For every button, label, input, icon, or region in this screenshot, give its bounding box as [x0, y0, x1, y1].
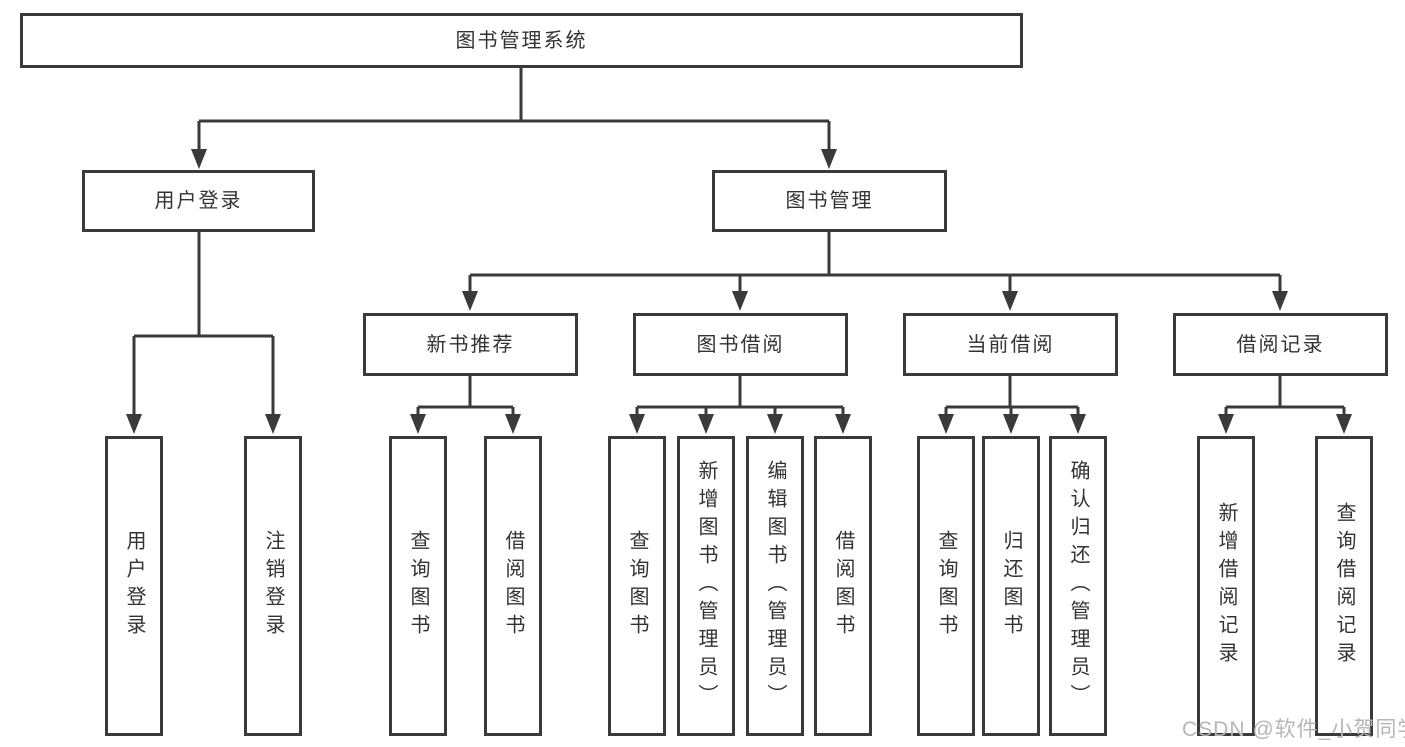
node-library-management-system: 图书管理系统 [20, 13, 1023, 68]
leaf-return-books: 归还图书 [982, 436, 1040, 736]
arrowheads [126, 149, 1352, 434]
node-borrowing-records: 借阅记录 [1173, 313, 1388, 376]
leaf-add-books-admin: 新增图书（管理员） [677, 436, 735, 736]
node-user-login: 用户登录 [82, 170, 315, 232]
leaf-query-books-recommend: 查询图书 [389, 436, 447, 736]
watermark: CSDN @软件_小贺同学 [1182, 718, 1405, 741]
leaf-borrow-books: 借阅图书 [814, 436, 872, 736]
leaf-add-borrow-record: 新增借阅记录 [1197, 436, 1255, 736]
node-new-book-recommendation: 新书推荐 [363, 313, 578, 376]
leaf-query-borrow-record: 查询借阅记录 [1315, 436, 1373, 736]
leaf-logout-login: 注销登录 [244, 436, 302, 736]
leaf-borrow-books-recommend: 借阅图书 [484, 436, 542, 736]
leaf-query-books-borrow: 查询图书 [608, 436, 666, 736]
leaf-confirm-return-admin: 确认归还（管理员） [1049, 436, 1107, 736]
leaf-user-login: 用户登录 [105, 436, 163, 736]
node-book-management: 图书管理 [712, 170, 947, 232]
node-current-borrowing: 当前借阅 [903, 313, 1118, 376]
leaf-edit-books-admin: 编辑图书（管理员） [746, 436, 804, 736]
node-book-borrowing: 图书借阅 [633, 313, 848, 376]
leaf-query-books-current: 查询图书 [917, 436, 975, 736]
